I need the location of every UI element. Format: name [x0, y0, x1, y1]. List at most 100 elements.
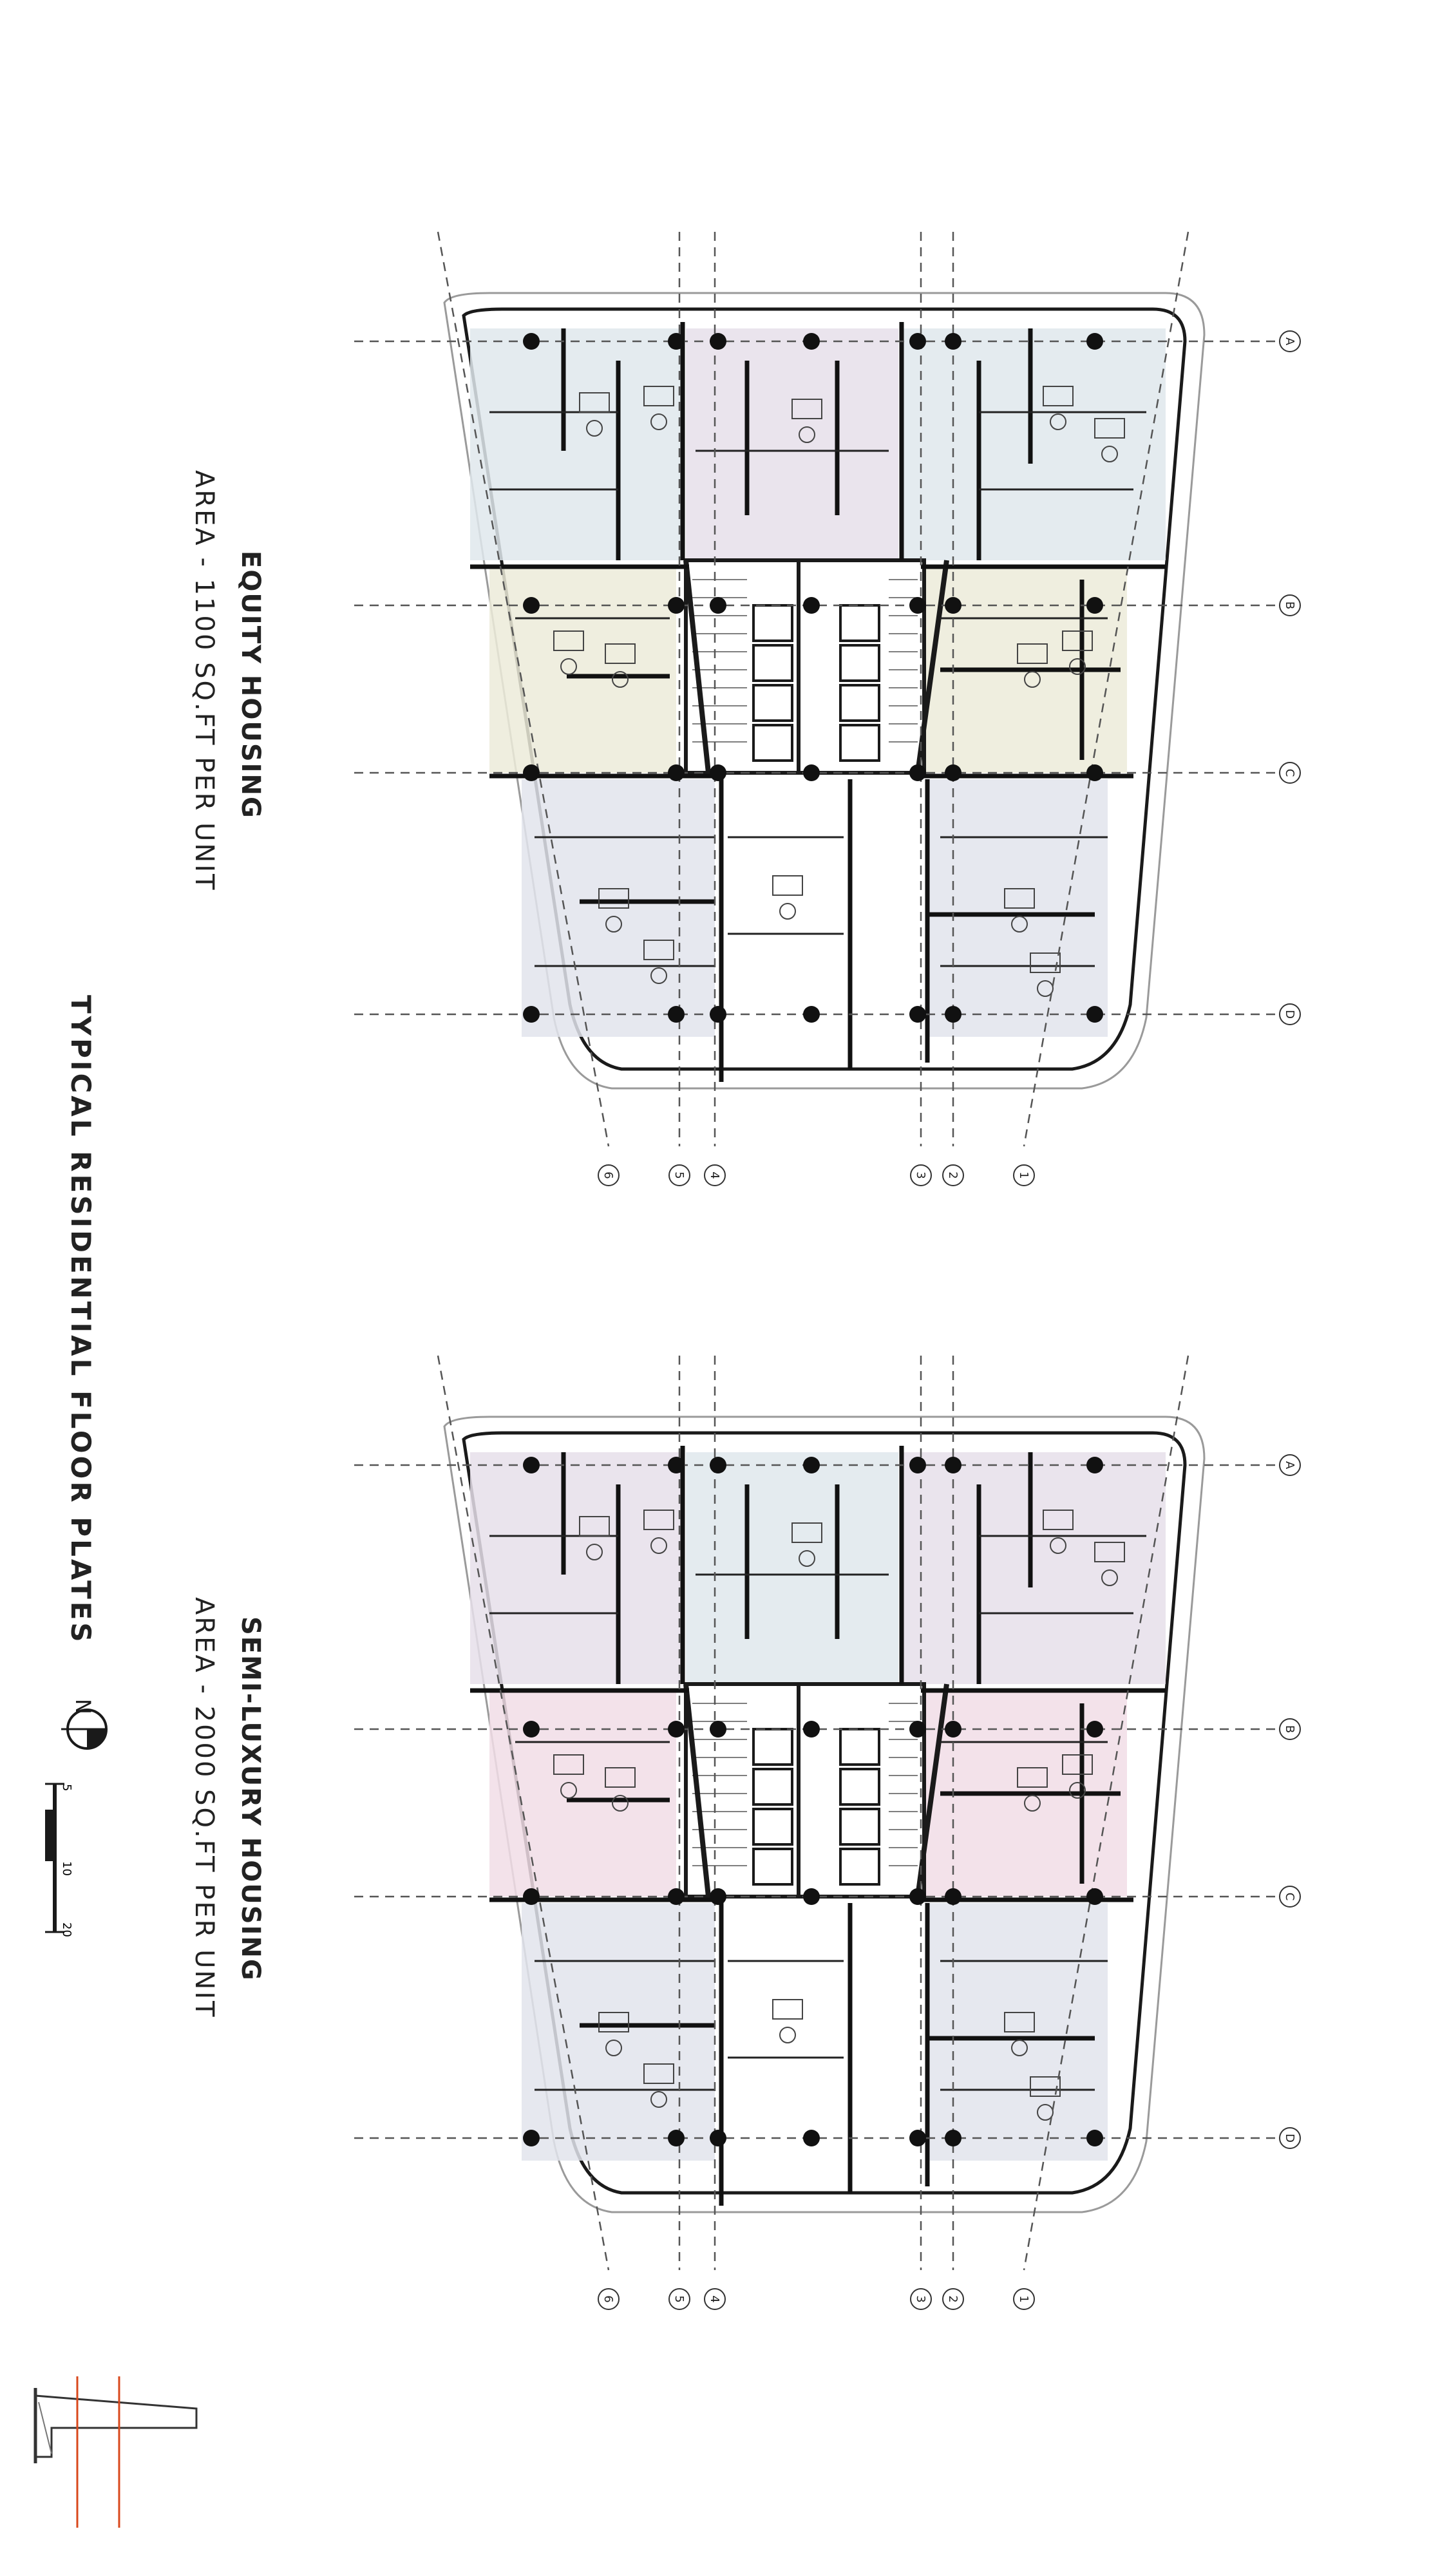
grid-bubble-a-equity: A — [1279, 330, 1301, 352]
lift-shaft — [839, 644, 880, 682]
furniture — [779, 903, 796, 920]
column — [803, 1006, 820, 1023]
column — [945, 2130, 961, 2146]
grid-bubble-4-equity: 4 — [704, 1164, 726, 1186]
grid-bubble-2-equity: 2 — [942, 1164, 964, 1186]
column — [1086, 1457, 1103, 1473]
lift-shaft — [839, 604, 880, 642]
column — [710, 1721, 726, 1738]
column — [710, 597, 726, 614]
column — [1086, 1888, 1103, 1905]
furniture — [799, 426, 815, 443]
furniture — [1017, 643, 1048, 664]
grid-bubble-d-equity: D — [1279, 1003, 1301, 1025]
equity-floor-plate — [354, 231, 1278, 1147]
lift-shaft — [752, 1808, 793, 1846]
core-wall — [915, 1683, 949, 1897]
column — [668, 1006, 685, 1023]
grid-bubble-3-semi: 3 — [910, 2288, 932, 2310]
core — [684, 1682, 926, 1899]
unit-fill — [489, 1690, 676, 1897]
column — [710, 1006, 726, 1023]
column — [710, 764, 726, 781]
scale-bar — [45, 1783, 64, 1933]
furniture — [1004, 888, 1035, 909]
grid-line-1 — [1023, 1355, 1189, 2271]
lift-shaft — [839, 1808, 880, 1846]
column — [668, 1457, 685, 1473]
furniture — [643, 940, 674, 960]
slab-edge — [443, 292, 1206, 1090]
furniture — [643, 386, 674, 406]
unit-fill — [902, 328, 1166, 560]
grid-bubble-6-semi: 6 — [598, 2288, 620, 2310]
furniture — [650, 967, 667, 984]
furniture — [1062, 1754, 1093, 1775]
furniture — [650, 1537, 667, 1554]
scale-tick-20: 20 — [60, 1922, 73, 1937]
furniture — [1101, 446, 1118, 462]
furniture — [560, 658, 577, 675]
lift-shaft — [752, 724, 793, 762]
column — [668, 764, 685, 781]
column — [710, 1457, 726, 1473]
core — [684, 558, 926, 775]
column — [909, 2130, 926, 2146]
furniture — [779, 2027, 796, 2043]
furniture — [1043, 386, 1074, 406]
exterior-wall — [462, 1431, 1187, 2195]
grid-bubble-d-semi: D — [1279, 2127, 1301, 2149]
furniture — [1024, 1795, 1041, 1812]
column — [909, 764, 926, 781]
grid-bubble-3-equity: 3 — [910, 1164, 932, 1186]
furniture — [643, 1510, 674, 1530]
furniture — [553, 1754, 584, 1775]
furniture — [791, 399, 822, 419]
scale-tick-10: 10 — [60, 1861, 73, 1876]
furniture — [579, 1516, 610, 1537]
column — [523, 333, 540, 350]
furniture — [605, 916, 622, 933]
furniture — [605, 1767, 636, 1788]
column — [909, 1888, 926, 1905]
furniture — [1011, 2040, 1028, 2056]
semi-luxury-floor-plate — [354, 1355, 1278, 2271]
lift-shaft — [839, 684, 880, 722]
core-wall — [683, 1683, 711, 1897]
furniture — [605, 643, 636, 664]
column — [668, 597, 685, 614]
lift-shaft — [839, 1768, 880, 1806]
furniture — [1069, 1782, 1086, 1799]
column — [945, 1721, 961, 1738]
column — [909, 1721, 926, 1738]
grid-bubble-b-semi: B — [1279, 1718, 1301, 1740]
unit-fill — [470, 328, 683, 560]
column — [909, 1006, 926, 1023]
grid-line-6 — [437, 231, 610, 1147]
furniture — [1050, 1537, 1066, 1554]
key-plan-icon — [33, 2376, 198, 2528]
north-arrow-icon — [61, 1709, 108, 1750]
unit-fill — [470, 1452, 683, 1684]
furniture — [799, 1550, 815, 1567]
furniture — [605, 2040, 622, 2056]
scale-tick-5: 5 — [60, 1784, 73, 1791]
column — [803, 1888, 820, 1905]
furniture — [791, 1522, 822, 1543]
lift-shaft — [752, 684, 793, 722]
lift-shaft — [752, 1768, 793, 1806]
furniture — [1062, 630, 1093, 651]
grid-bubble-5-equity: 5 — [668, 1164, 690, 1186]
column — [803, 764, 820, 781]
grid-bubble-1-equity: 1 — [1013, 1164, 1035, 1186]
furniture — [1101, 1569, 1118, 1586]
unit-fill — [902, 1452, 1166, 1684]
column — [945, 333, 961, 350]
grid-bubble-2-semi: 2 — [942, 2288, 964, 2310]
furniture — [1004, 2012, 1035, 2032]
column — [909, 1457, 926, 1473]
lift-shaft — [839, 1728, 880, 1766]
grid-bubble-a-semi: A — [1279, 1454, 1301, 1476]
furniture — [1024, 671, 1041, 688]
